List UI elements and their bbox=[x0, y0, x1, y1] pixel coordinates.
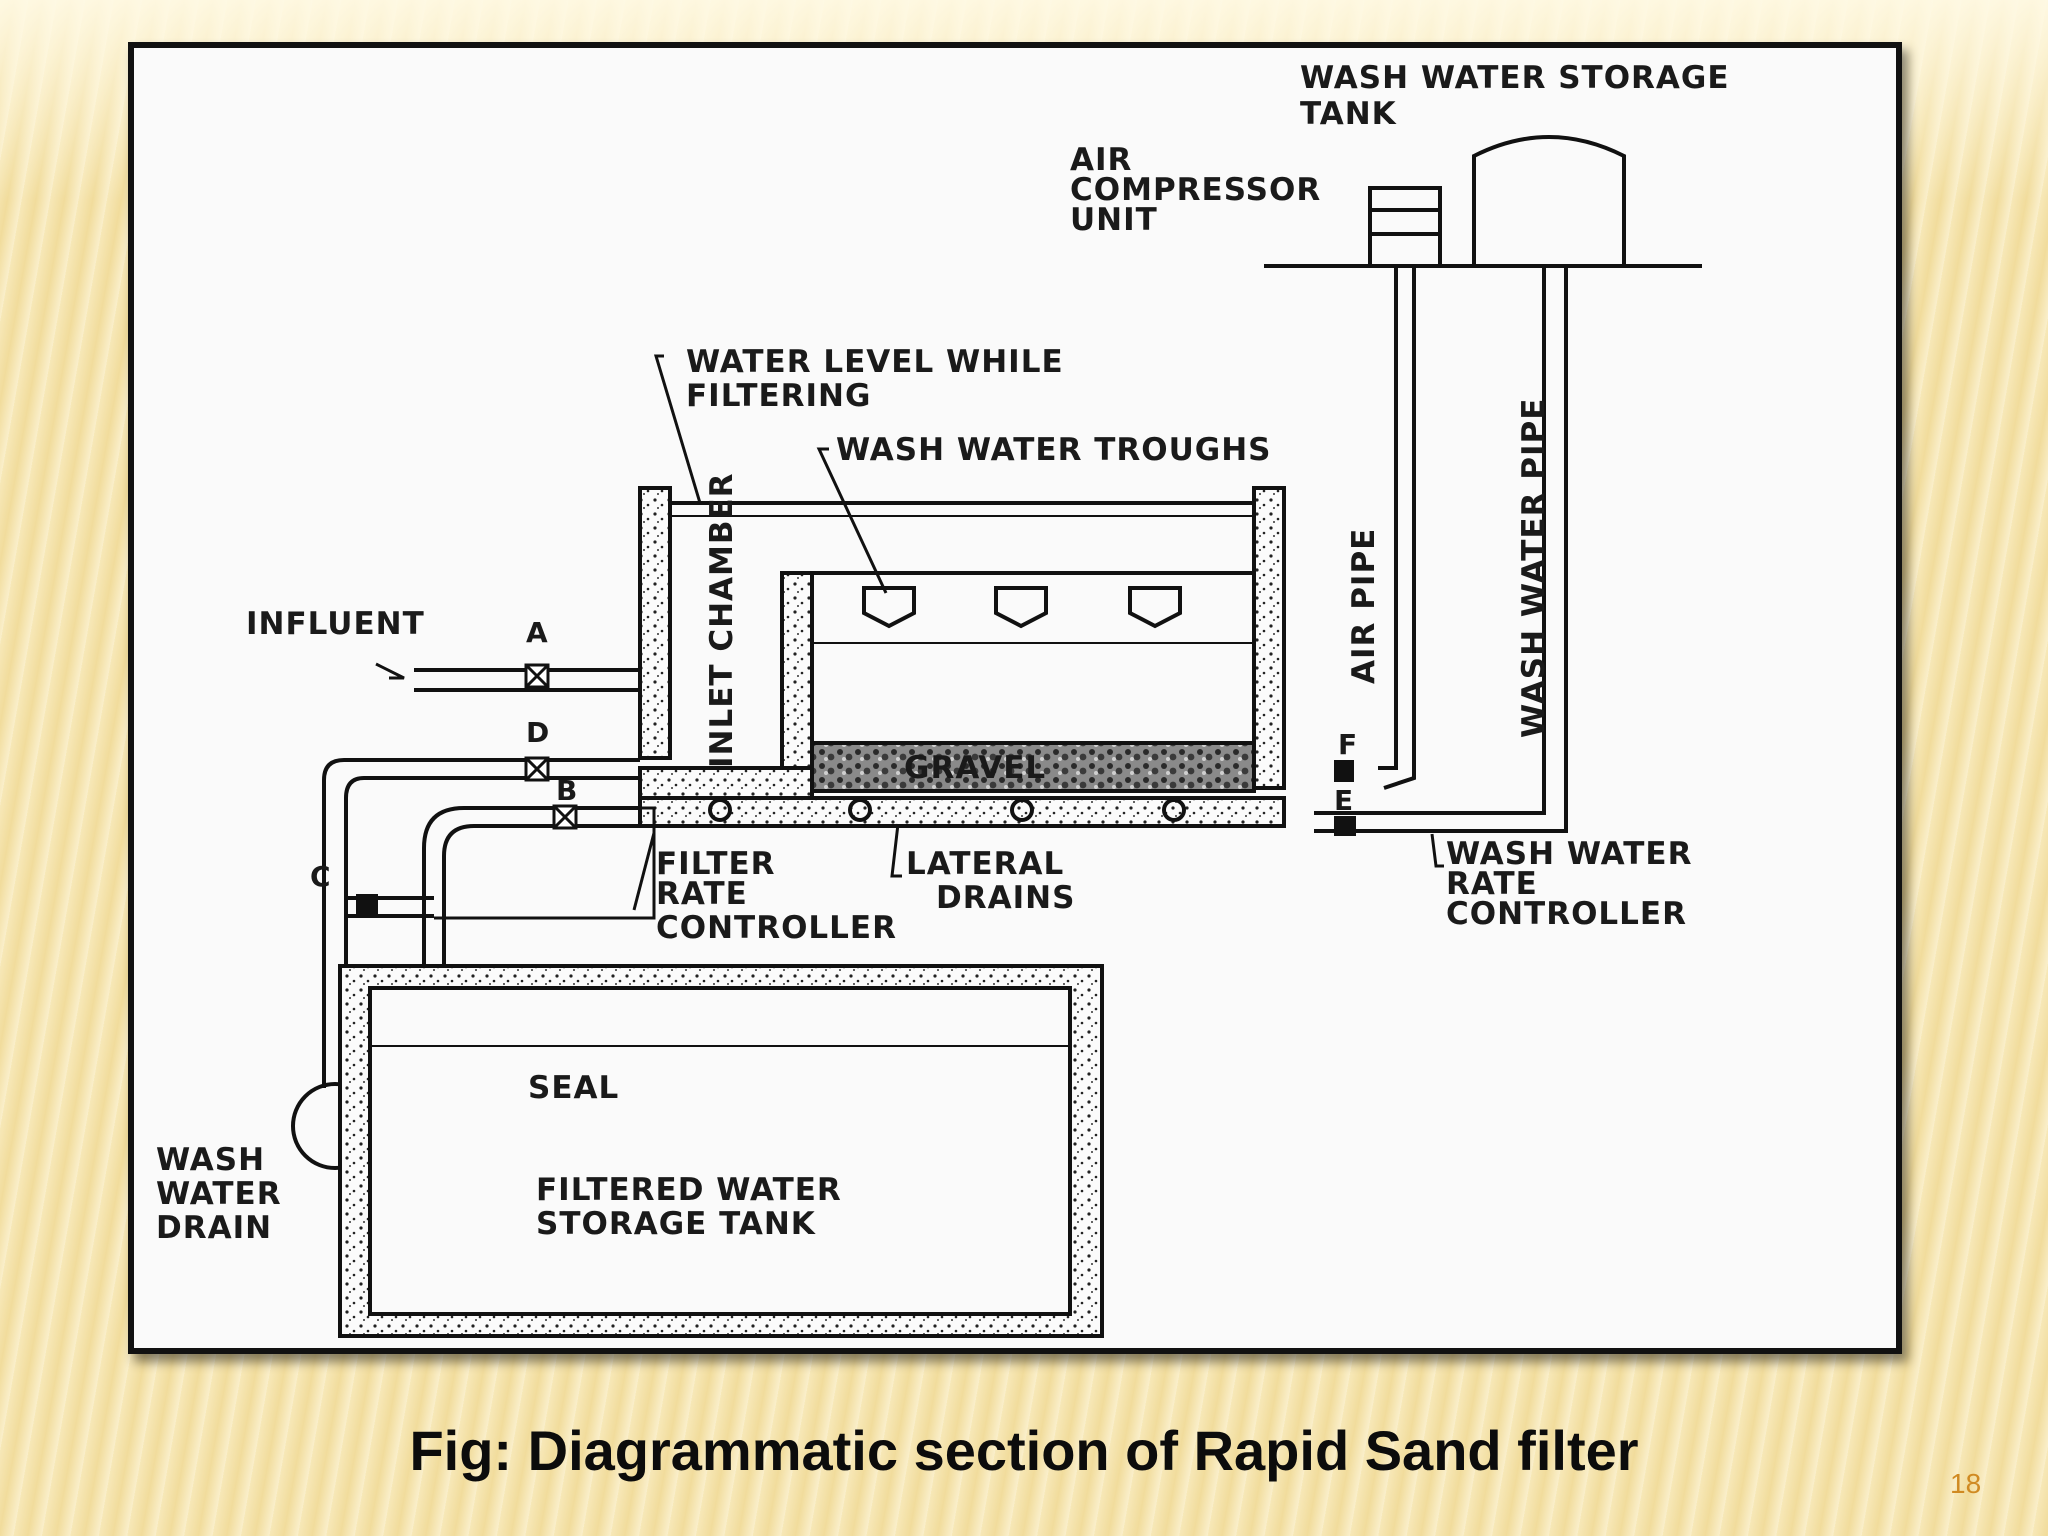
label-wwrc-3: CONTROLLER bbox=[1446, 896, 1687, 932]
label-controller: CONTROLLER bbox=[656, 910, 897, 946]
label-water-level-2: FILTERING bbox=[686, 378, 871, 414]
diagram-frame: WASH WATER STORAGE TANK AIR COMPRESSOR U… bbox=[128, 42, 1902, 1354]
lateral-drains bbox=[638, 796, 1286, 828]
label-rate: RATE bbox=[656, 876, 748, 912]
air-compressor-unit bbox=[1368, 186, 1442, 268]
label-valve-c: C bbox=[310, 860, 331, 893]
label-wwrc-1: WASH WATER bbox=[1446, 836, 1692, 872]
wash-water-storage-tank bbox=[1472, 135, 1626, 266]
label-drain: DRAIN bbox=[156, 1210, 272, 1246]
label-wash-water-storage: WASH WATER STORAGE bbox=[1300, 60, 1730, 96]
label-wash-water-pipe: WASH WATER PIPE bbox=[1516, 398, 1552, 738]
label-valve-d: D bbox=[526, 716, 549, 749]
label-wash: WASH bbox=[156, 1142, 265, 1178]
water-level-leader bbox=[653, 354, 702, 504]
label-filtered-water: FILTERED WATER bbox=[536, 1172, 842, 1208]
label-valve-e: E bbox=[1334, 784, 1353, 817]
diagram-labels: WASH WATER STORAGE TANK AIR COMPRESSOR U… bbox=[156, 60, 1730, 1246]
label-air: AIR bbox=[1070, 142, 1132, 178]
filter-outer-wall bbox=[1252, 486, 1286, 790]
label-inlet-chamber: INLET CHAMBER bbox=[704, 472, 740, 768]
label-drains: DRAINS bbox=[936, 880, 1075, 916]
label-tank: TANK bbox=[1300, 96, 1397, 132]
label-filter: FILTER bbox=[656, 846, 776, 882]
gravel-layer bbox=[810, 741, 1256, 793]
label-storage-tank: STORAGE TANK bbox=[536, 1206, 816, 1242]
wash-water-trough bbox=[862, 586, 916, 629]
label-influent: INFLUENT bbox=[246, 606, 425, 642]
wash-water-pipe bbox=[1454, 266, 1546, 815]
wash-water-trough bbox=[1128, 586, 1182, 629]
label-valve-b: B bbox=[556, 774, 577, 807]
label-valve-f: F bbox=[1338, 728, 1357, 761]
label-wwrc-2: RATE bbox=[1446, 866, 1538, 902]
label-water: WATER bbox=[156, 1176, 282, 1212]
label-seal: SEAL bbox=[528, 1070, 619, 1106]
label-unit: UNIT bbox=[1070, 202, 1158, 238]
label-compressor: COMPRESSOR bbox=[1070, 172, 1321, 208]
valve-c-icon bbox=[356, 894, 378, 918]
label-air-pipe: AIR PIPE bbox=[1346, 528, 1382, 684]
figure-caption: Fig: Diagrammatic section of Rapid Sand … bbox=[409, 1419, 1639, 1482]
label-water-level-1: WATER LEVEL WHILE bbox=[686, 344, 1064, 380]
valve-f-icon bbox=[1334, 760, 1354, 782]
rapid-sand-filter-diagram: WASH WATER STORAGE TANK AIR COMPRESSOR U… bbox=[156, 60, 1730, 1338]
label-gravel: GRAVEL bbox=[904, 750, 1046, 786]
air-pipe bbox=[1378, 266, 1398, 770]
label-wash-water-troughs: WASH WATER TROUGHS bbox=[836, 432, 1272, 468]
page-number: 18 bbox=[1950, 1468, 1982, 1499]
valve-e-icon bbox=[1334, 816, 1356, 836]
wash-drain-pipe bbox=[322, 758, 640, 1088]
wash-water-trough bbox=[994, 586, 1048, 629]
inlet-chamber-wall bbox=[638, 486, 672, 760]
label-lateral: LATERAL bbox=[906, 846, 1064, 882]
label-valve-a: A bbox=[526, 616, 548, 649]
valves bbox=[356, 663, 1356, 918]
